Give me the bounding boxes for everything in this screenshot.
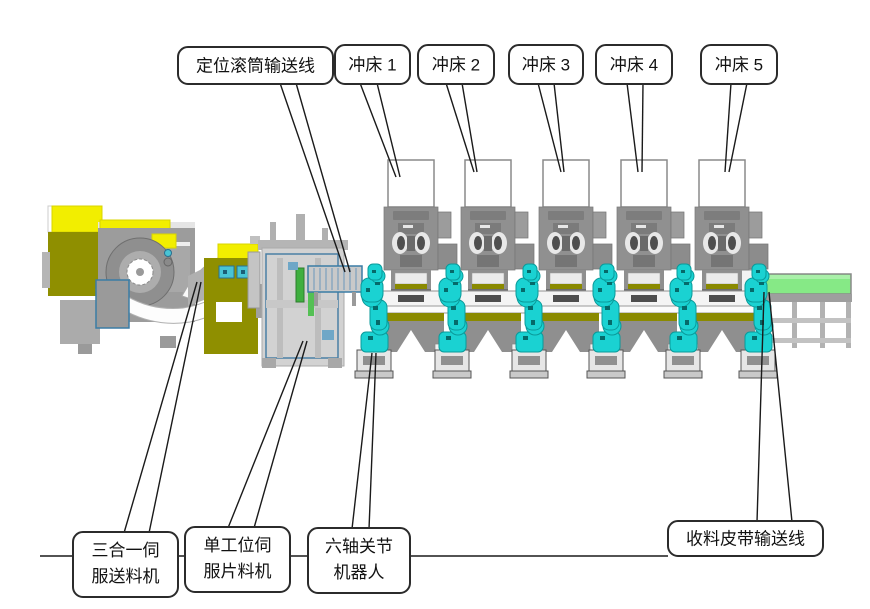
callout-text-receiving-belt-conveyor-line1: 收料皮带输送线 [686, 530, 805, 549]
callout-press-1: 冲床 1 [334, 44, 411, 85]
callout-box-press-3 [508, 44, 584, 85]
callout-press-5: 冲床 5 [700, 44, 778, 85]
leader-line-press-5 [728, 82, 748, 173]
belt-legs [764, 302, 851, 348]
leader-line-six-axis-robot [351, 352, 373, 530]
callout-text-three-in-one-servo-feeder-line1: 三合一伺 [92, 541, 160, 560]
leader-line-positioning-roller-conveyor [295, 82, 351, 273]
leader-line-press-1 [359, 82, 397, 178]
callout-text-press-4: 冲床 4 [610, 56, 658, 75]
callout-box-press-1 [334, 44, 411, 85]
leader-line-receiving-belt-conveyor [768, 291, 793, 523]
callout-text-single-station-servo-sheet-feeder-line1: 单工位伺 [204, 536, 272, 555]
callout-box-press-2 [417, 44, 495, 85]
leader-line-six-axis-robot [368, 352, 377, 530]
leader-line-single-station-servo-sheet-feeder [227, 340, 304, 529]
callout-text-press-2: 冲床 2 [432, 56, 480, 75]
leader-line-press-4 [626, 82, 639, 173]
belt-rail [758, 294, 852, 302]
leader-line-press-2 [445, 82, 475, 173]
feeder-window [216, 302, 242, 322]
leader-line-three-in-one-servo-feeder [123, 281, 198, 534]
callout-box-receiving-belt-conveyor [667, 520, 824, 557]
leader-line-receiving-belt-conveyor [756, 291, 765, 523]
callout-positioning-roller-conveyor: 定位滚筒输送线 [177, 46, 334, 85]
callout-text-single-station-servo-sheet-feeder-line2: 服片料机 [204, 562, 272, 581]
leader-lines [123, 82, 793, 534]
callout-press-3: 冲床 3 [508, 44, 584, 85]
callout-text-six-axis-robot-line1: 六轴关节 [325, 537, 393, 556]
callout-box-three-in-one-servo-feeder [72, 531, 179, 598]
callout-box-single-station-servo-sheet-feeder [184, 526, 291, 593]
callout-box-six-axis-robot [307, 527, 411, 594]
callout-text-positioning-roller-conveyor: 定位滚筒输送线 [196, 57, 315, 76]
leader-line-press-3 [553, 82, 565, 173]
leader-line-single-station-servo-sheet-feeder [253, 340, 308, 529]
callout-text-press-1: 冲床 1 [348, 56, 396, 75]
leader-line-press-3 [537, 82, 562, 173]
decoiler-cabinet [95, 279, 130, 329]
decoiler-yellow-top [51, 205, 103, 233]
three-in-one-servo-feeder-machine [42, 205, 239, 354]
callout-box-press-5 [700, 44, 778, 85]
callout-text-press-3: 冲床 3 [522, 56, 570, 75]
callout-press-4: 冲床 4 [595, 44, 673, 85]
leader-line-press-4 [641, 82, 644, 173]
leader-line-three-in-one-servo-feeder [148, 281, 202, 534]
callout-press-2: 冲床 2 [417, 44, 495, 85]
callout-text-six-axis-robot-line2: 机器人 [334, 563, 385, 582]
callout-box-positioning-roller-conveyor [177, 46, 334, 85]
callout-text-press-5: 冲床 5 [715, 56, 763, 75]
callout-text-three-in-one-servo-feeder-line2: 服送料机 [92, 567, 160, 586]
leader-line-positioning-roller-conveyor [279, 82, 346, 273]
leader-line-press-5 [724, 82, 732, 173]
positioning-roller-conveyor-machine [307, 265, 363, 306]
leader-line-press-2 [461, 82, 478, 173]
rollers [313, 268, 357, 290]
green-actuator [295, 267, 305, 303]
press-row [373, 159, 769, 354]
callout-receiving-belt-conveyor: 收料皮带输送线 [667, 520, 824, 557]
callout-box-press-4 [595, 44, 673, 85]
roller-bed [307, 265, 363, 293]
leader-line-press-1 [376, 82, 401, 178]
